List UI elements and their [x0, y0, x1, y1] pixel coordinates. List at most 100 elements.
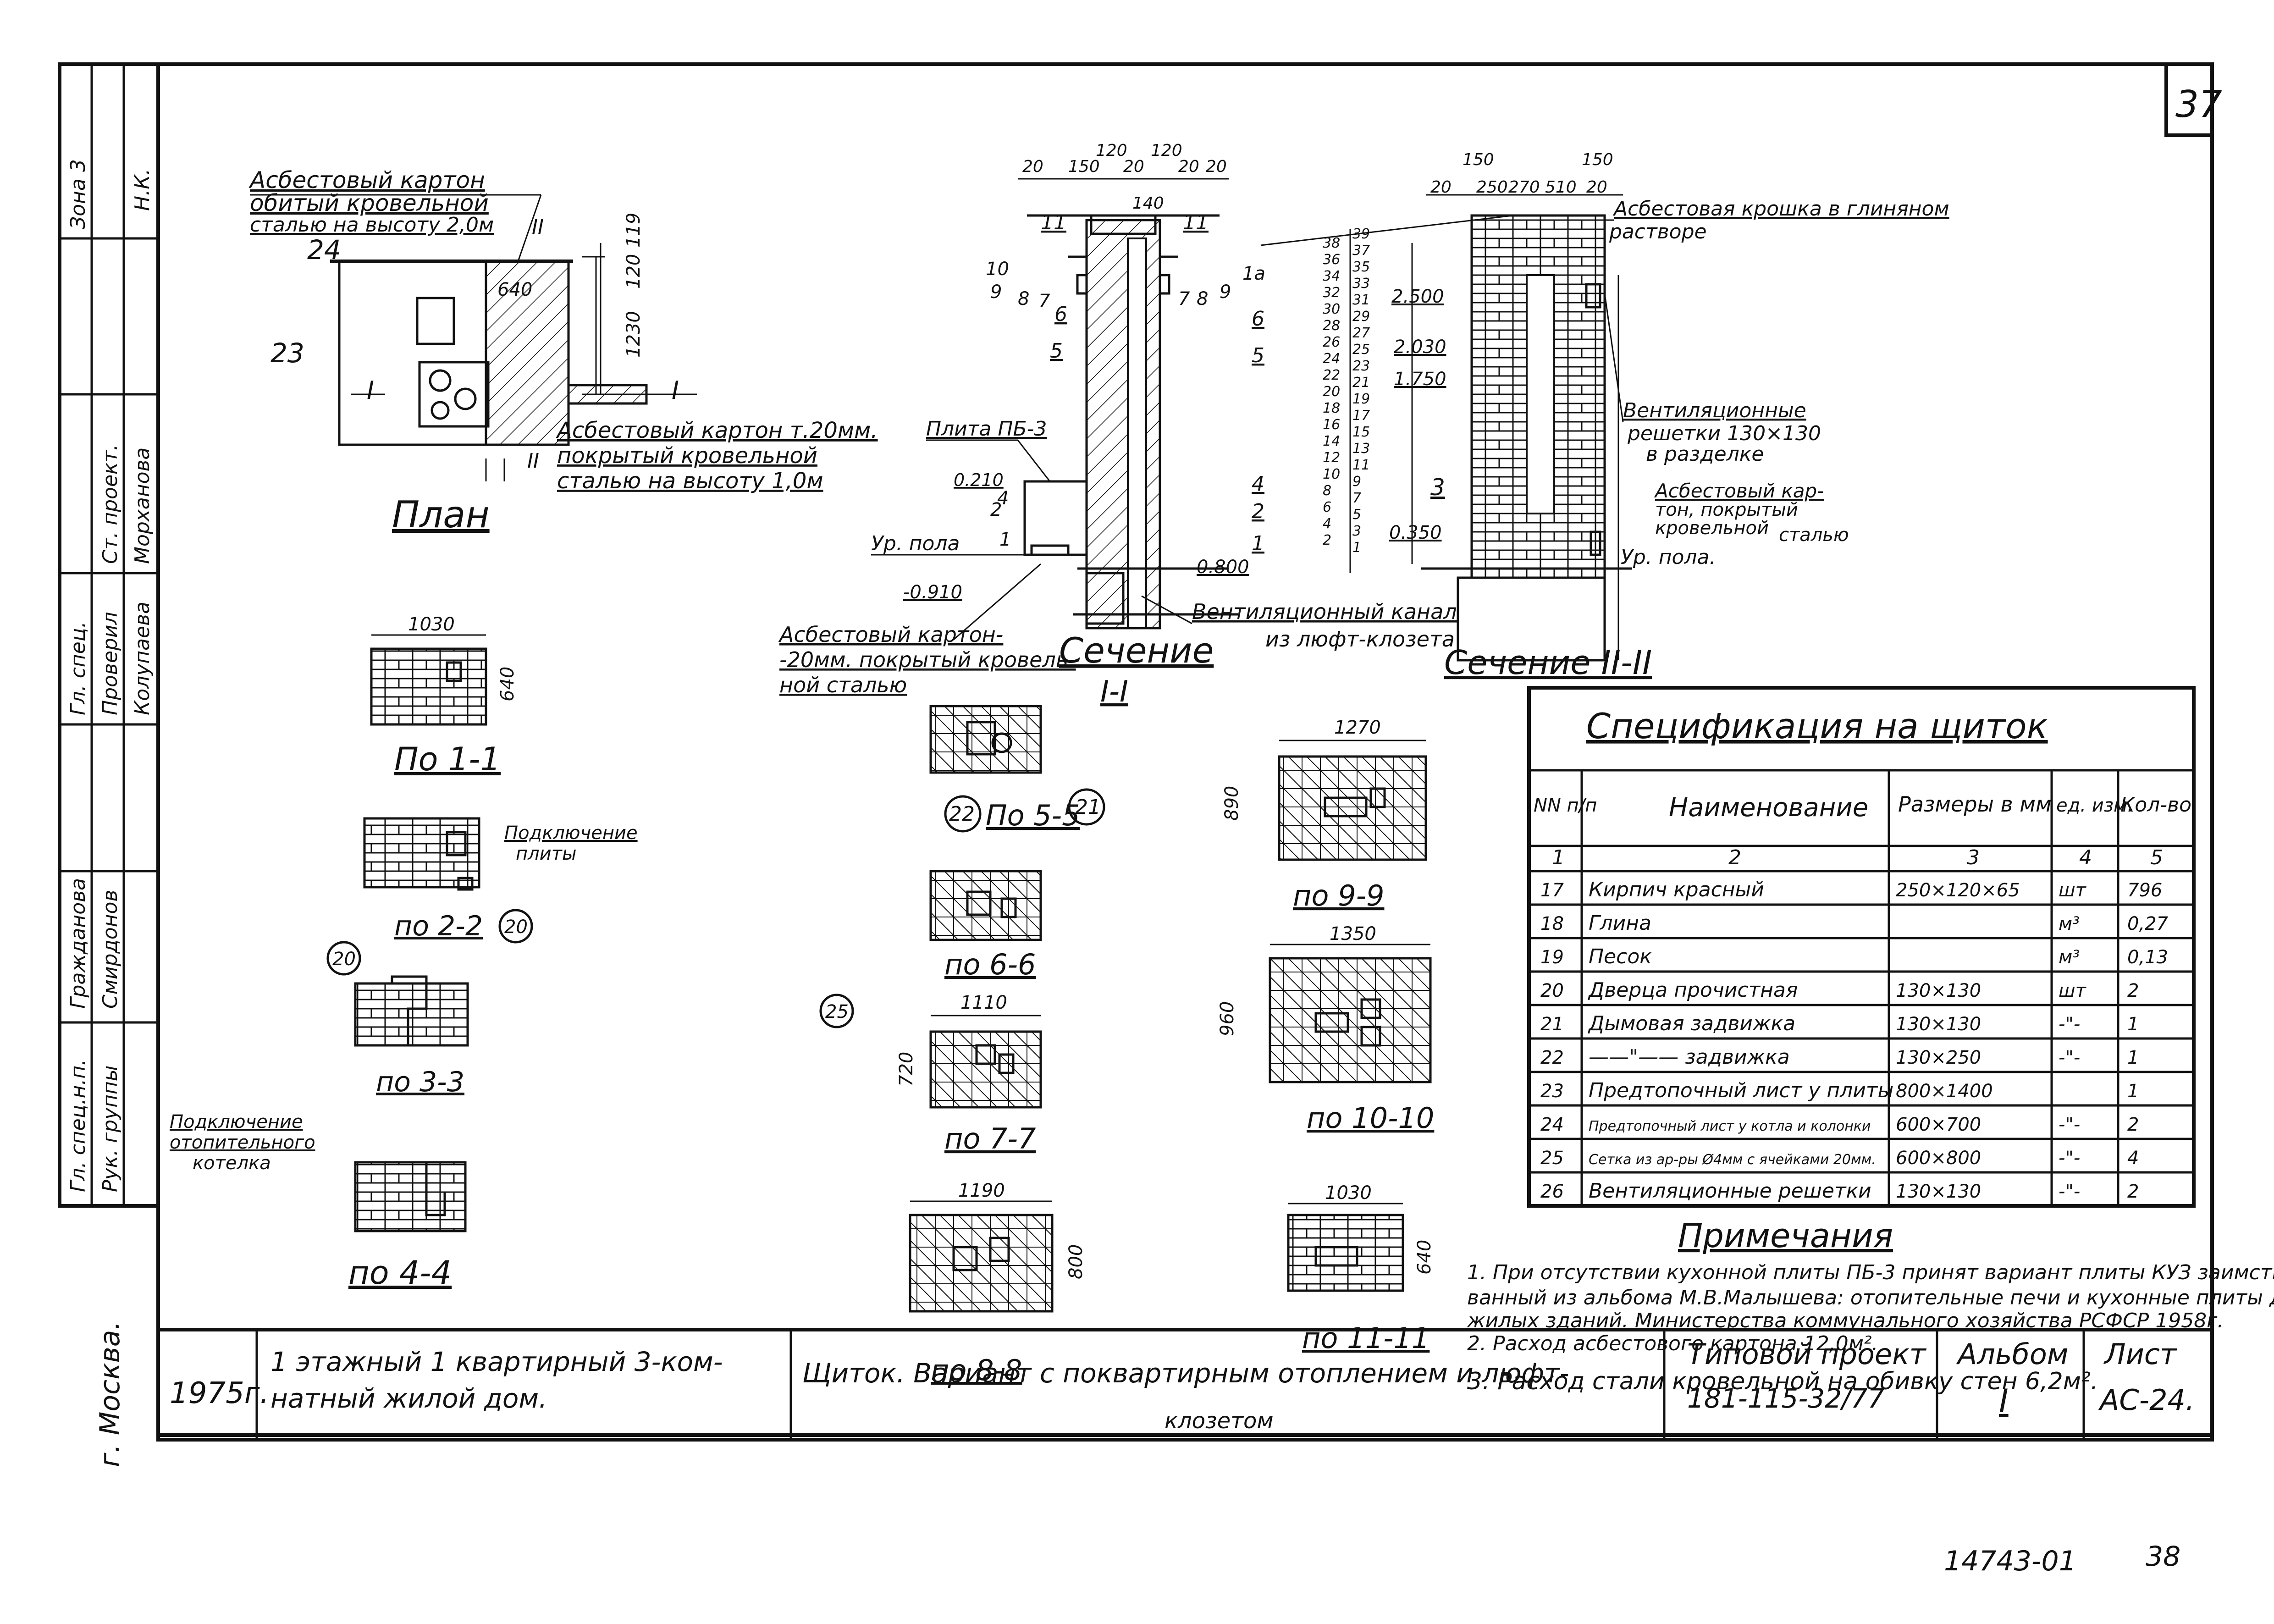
plan-drawing [330, 256, 697, 481]
s1-mark-1r: 1 [1252, 532, 1264, 555]
s2-level-2500: 2.500 [1391, 286, 1444, 307]
spec-cell: -"- [2059, 1047, 2080, 1068]
stamp-col-1: Гражданова [66, 878, 90, 1009]
plan-callout-24: 24 [307, 234, 341, 265]
s1-note-left-2: -20мм. покрытый кровель- [779, 647, 1076, 672]
section-1-drawing [1023, 214, 1238, 630]
row-mark-odd: 21 [1352, 375, 1370, 391]
section1-dim-20d: 20 [1178, 157, 1199, 176]
title-building-line2: натный жилой дом. [270, 1383, 547, 1414]
spec-h-qty: Кол-во [2120, 793, 2191, 817]
s2-level-0350: 0.350 [1389, 522, 1442, 543]
row-mark-odd: 23 [1352, 358, 1370, 374]
spec-cell: 0,27 [2127, 913, 2169, 934]
row-mark-odd: 39 [1352, 226, 1370, 242]
row-mark-even: 14 [1323, 433, 1340, 449]
s2-dim-250: 250 [1476, 178, 1508, 197]
cut-2-2-note-1: Подключение [504, 823, 638, 844]
cut-10-10-dim-h: 960 [1217, 1001, 1238, 1036]
plan-dim-120: 120 [623, 254, 644, 289]
cut-2-2-note-2: плиты [516, 843, 577, 864]
sheet-value: АС-24. [2098, 1383, 2195, 1417]
s2-floor-label: Ур. пола. [1621, 546, 1716, 569]
spec-cell: Вентиляционные решетки [1589, 1179, 1871, 1203]
spec-hn-4: 4 [2079, 846, 2092, 869]
spec-cell: шт [2059, 880, 2087, 901]
row-mark-even: 2 [1323, 532, 1331, 548]
stamp-col-4: Зона 3 [66, 159, 90, 229]
s1-level-0800: 0.800 [1197, 557, 1249, 578]
cut-8-8-dim-h: 800 [1065, 1244, 1087, 1279]
section1-dim-20c: 20 [1206, 157, 1227, 176]
album-value: I [1999, 1382, 2009, 1420]
s2-note-vent-2: решетки 130×130 [1627, 422, 1821, 445]
row-mark-odd: 11 [1352, 457, 1370, 473]
spec-h-num: NN п/п [1534, 795, 1597, 816]
row-mark-odd: 17 [1352, 408, 1370, 424]
s2-level-1750: 1.750 [1394, 369, 1446, 390]
s2-note-vent-3: в разделке [1646, 442, 1764, 466]
s1-mark-7: 7 [1038, 291, 1050, 312]
row-mark-odd: 27 [1352, 325, 1370, 341]
spec-cell: Кирпич красный [1589, 878, 1764, 901]
cut-2-2-callout: 20 [504, 917, 528, 938]
spec-cell: Дверца прочистная [1588, 978, 1798, 1002]
spec-cell: 4 [2127, 1148, 2139, 1169]
s1-mark-2: 2 [990, 499, 1002, 520]
title-sheet-line2: клозетом [1165, 1408, 1274, 1434]
cut-1-1-dim-w: 1030 [408, 614, 455, 635]
s1-note-right-1: Вентиляционный канал [1192, 599, 1457, 624]
spec-cell: 1 [2127, 1047, 2139, 1068]
plan-section-mark-i-left: I [367, 376, 374, 405]
s1-mark-8r: 8 [1197, 288, 1208, 309]
row-mark-odd: 35 [1352, 259, 1370, 275]
plan-section-mark-ii-top: II [532, 215, 544, 239]
stamp-name-1: Смирдонов [99, 890, 122, 1009]
cut-3-3-drawing [354, 982, 469, 1047]
plan-label: План [392, 493, 490, 536]
s1-mark-9r: 9 [1220, 282, 1231, 303]
row-mark-odd: 9 [1352, 474, 1361, 490]
spec-cell: 800×1400 [1896, 1081, 1993, 1102]
row-mark-even: 20 [1323, 384, 1340, 400]
row-mark-odd: 33 [1352, 276, 1370, 292]
s1-mark-6r: 6 [1252, 307, 1264, 331]
spec-cell: 130×130 [1896, 980, 1981, 1001]
section1-label-2: I-I [1100, 675, 1128, 709]
spec-cell: ——"—— задвижка [1589, 1045, 1790, 1069]
s1-mark-6: 6 [1054, 303, 1067, 326]
section1-dim-20b: 20 [1123, 157, 1144, 176]
cut-4-4-label: по 4-4 [348, 1254, 452, 1292]
section1-dim-150: 150 [1068, 157, 1100, 176]
cut-5-5-label: По 5-5 [986, 799, 1080, 832]
row-mark-even: 6 [1323, 499, 1331, 515]
section-2-drawing [1411, 214, 1632, 662]
spec-cell: 23 [1540, 1081, 1564, 1102]
spec-table-frame [1527, 686, 2196, 1208]
s2-level-2030: 2.030 [1394, 337, 1446, 358]
plan-dim-1230: 1230 [623, 311, 644, 358]
s2-dim-270: 270 [1508, 178, 1540, 197]
cut-7-7-label: по 7-7 [944, 1122, 1036, 1155]
sheet-number-box [2164, 62, 2214, 137]
spec-hn-1: 1 [1552, 846, 1565, 869]
title-block [158, 1328, 2212, 1440]
s2-note-vent-1: Вентиляционные [1623, 399, 1806, 422]
cut-10-10-dim-w: 1350 [1330, 923, 1376, 945]
plan-section-mark-ii-bottom: II [527, 449, 539, 473]
spec-cell: Глина [1589, 911, 1651, 935]
s1-mark-5r: 5 [1252, 344, 1264, 367]
spec-cell: -"- [2059, 1014, 2080, 1035]
cut-8-8-label: по 8-8 [931, 1353, 1022, 1387]
row-mark-even: 34 [1323, 268, 1340, 284]
spec-cell: 25 [1540, 1148, 1564, 1169]
spec-cell: 796 [2127, 880, 2162, 901]
s2-callout-3: 3 [1430, 474, 1445, 501]
row-mark-even: 12 [1323, 450, 1340, 466]
spec-cell: 600×800 [1896, 1148, 1981, 1169]
cut-11-11-dim-w: 1030 [1325, 1182, 1372, 1204]
row-mark-even: 4 [1323, 516, 1331, 532]
stamp-name-3: Морханова [131, 447, 154, 564]
cut-11-11-dim-h: 640 [1414, 1240, 1435, 1275]
